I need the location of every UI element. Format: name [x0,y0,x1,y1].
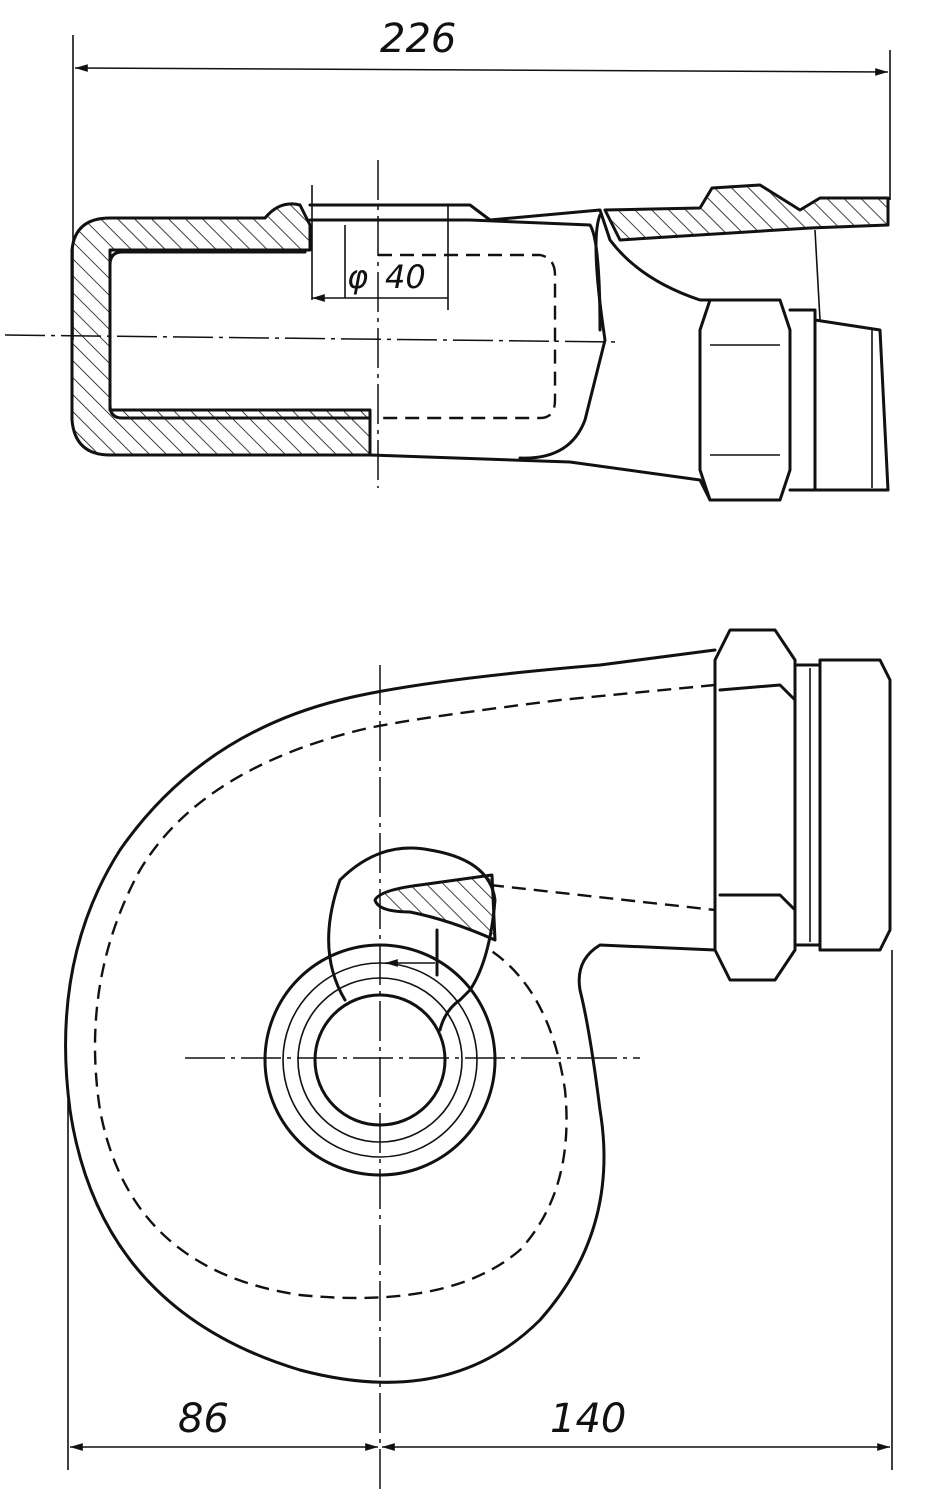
volute-outline [64,648,717,1384]
plan-view: 86 140 [64,628,893,1490]
hex-nut-side [698,298,792,502]
hex-nut-front [713,628,797,982]
hatched-flange-section [603,183,890,242]
hatched-tongue-section [373,873,497,942]
hatched-wall-section [70,202,372,457]
dimension-label-diameter-symbol: φ [347,258,368,296]
dimension-label-140: 140 [550,1396,626,1442]
dimension-label-86: 86 [178,1396,229,1442]
dimension-label-226: 226 [380,16,456,62]
dimension-overall-length: 226 [72,16,891,340]
dimension-label-40: 40 [385,258,426,296]
section-view: φ 40 [4,160,890,502]
